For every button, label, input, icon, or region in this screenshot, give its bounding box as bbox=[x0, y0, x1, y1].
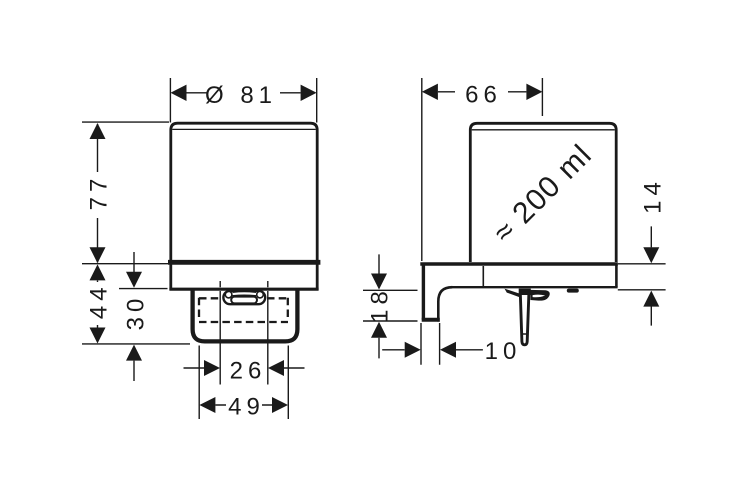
svg-text:10: 10 bbox=[485, 338, 522, 365]
svg-text:66: 66 bbox=[465, 82, 502, 109]
svg-text:18: 18 bbox=[367, 286, 394, 323]
svg-text:26: 26 bbox=[230, 358, 267, 385]
svg-text:49: 49 bbox=[228, 394, 265, 421]
svg-text:Ø 81: Ø 81 bbox=[205, 82, 277, 109]
svg-text:77: 77 bbox=[86, 174, 113, 211]
svg-text:14: 14 bbox=[640, 177, 667, 214]
svg-text:30: 30 bbox=[123, 294, 150, 331]
svg-text:44: 44 bbox=[86, 282, 113, 319]
